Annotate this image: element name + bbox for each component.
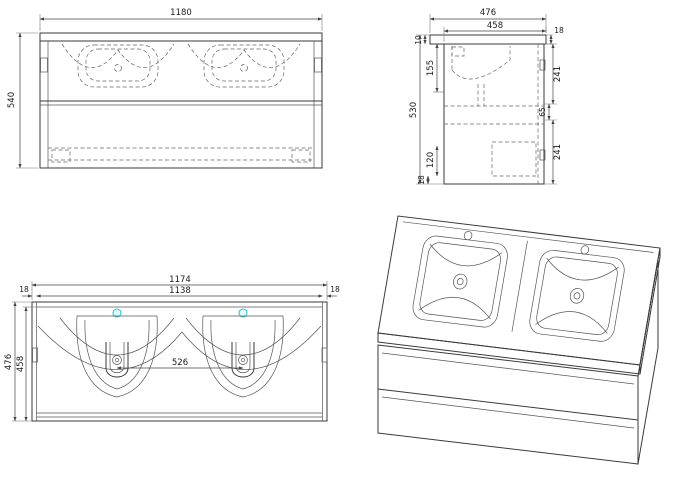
side-cabinet-outline xyxy=(429,34,547,185)
dim-side-lower-left: 120 xyxy=(426,152,436,168)
iso-top-details xyxy=(386,222,653,347)
plan-basin-right xyxy=(181,315,322,398)
dim-side-cabinet-depth: 458 xyxy=(487,21,503,31)
iso-faucet-hole-right xyxy=(580,245,589,254)
front-dimensions: 1180 540 xyxy=(7,8,323,169)
front-drawer-hidden-lines xyxy=(48,147,314,163)
dim-side-upper-right: 241 xyxy=(553,66,563,82)
dim-plan-basin-distance: 526 xyxy=(172,358,188,368)
dim-side-lower-right: 241 xyxy=(553,144,563,160)
iso-drawer-handle-bottom xyxy=(381,396,635,429)
side-dimensions: 476 458 10 18 155 530 120 18 241 65 xyxy=(409,8,564,185)
front-basin-left-hidden xyxy=(61,43,175,88)
plan-faucet-holes xyxy=(112,308,248,318)
iso-cabinet xyxy=(377,258,659,465)
dim-side-bottom-thickness: 18 xyxy=(417,175,426,185)
iso-drawer-handle-top xyxy=(381,352,635,385)
plan-outline xyxy=(31,301,328,422)
front-view: 1180 540 xyxy=(7,8,323,169)
faucet-hole-right xyxy=(238,308,248,318)
dim-front-height: 540 xyxy=(7,92,17,108)
faucet-hole-left xyxy=(112,308,122,318)
dim-plan-left-margin: 18 xyxy=(19,285,29,294)
iso-view xyxy=(377,215,661,465)
dim-side-back-edge: 18 xyxy=(554,26,564,35)
dim-plan-right-margin: 18 xyxy=(330,285,340,294)
front-cabinet-outline xyxy=(39,32,323,169)
dim-front-width: 1180 xyxy=(170,8,192,18)
plan-dimensions: 1174 1138 18 18 476 458 526 xyxy=(4,275,340,422)
dim-side-height: 530 xyxy=(409,102,419,118)
dim-side-depth: 476 xyxy=(480,8,496,18)
iso-faucet-hole-left xyxy=(464,231,473,240)
plan-view: 1174 1138 18 18 476 458 526 xyxy=(4,275,340,422)
dim-side-basin-depth: 155 xyxy=(426,60,436,76)
dim-plan-outer-width: 1174 xyxy=(169,275,191,285)
dim-side-front-overhang: 10 xyxy=(414,35,423,45)
front-basin-right-hidden xyxy=(187,43,301,88)
side-basin-section-hidden xyxy=(444,46,546,177)
side-view: 476 458 10 18 155 530 120 18 241 65 xyxy=(409,8,564,185)
iso-basin-right xyxy=(528,241,628,343)
plan-basin-left xyxy=(37,315,183,398)
dim-side-mid-right: 65 xyxy=(538,107,547,117)
dim-plan-inner-depth: 458 xyxy=(16,356,26,372)
dim-plan-depth: 476 xyxy=(4,354,14,370)
iso-basin-left xyxy=(411,226,511,328)
dim-plan-inner-width: 1138 xyxy=(169,286,191,296)
